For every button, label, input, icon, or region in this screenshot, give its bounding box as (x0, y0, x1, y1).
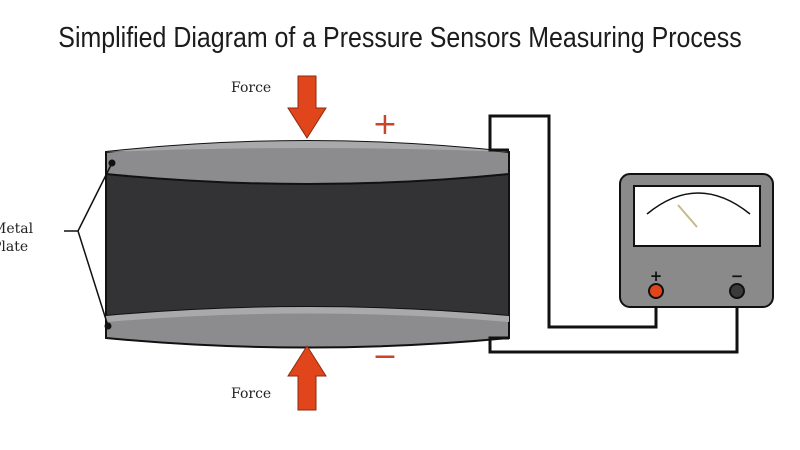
force-bottom-arrow (287, 345, 327, 411)
meter-needle (677, 204, 698, 228)
negative-charge-sign: − (372, 339, 397, 374)
meter-scale-arc (646, 192, 751, 215)
wire-negative (488, 292, 739, 354)
diagram-title: Simplified Diagram of a Pressure Sensors… (58, 22, 742, 54)
positive-terminal (648, 283, 664, 299)
top-plate-highlight (106, 141, 509, 152)
meter-plus-sign: + (650, 267, 663, 285)
force-top-label: Force (231, 80, 272, 96)
metal-plate-leader-lines (64, 162, 113, 327)
positive-charge-sign: + (372, 107, 397, 142)
metal-plate-label: Metal Plate (0, 219, 60, 263)
bottom-plate-highlight (106, 307, 509, 322)
meter-minus-sign: − (731, 267, 744, 285)
wire-positive (488, 114, 658, 329)
dielectric-layer (105, 164, 510, 324)
negative-terminal (729, 283, 745, 299)
metal-plate-label-line2: Plate (0, 239, 29, 255)
force-top-arrow (287, 75, 327, 139)
metal-plate-label-line1: Metal (0, 221, 34, 237)
force-bottom-label: Force (231, 386, 272, 402)
meter-display (633, 185, 761, 247)
